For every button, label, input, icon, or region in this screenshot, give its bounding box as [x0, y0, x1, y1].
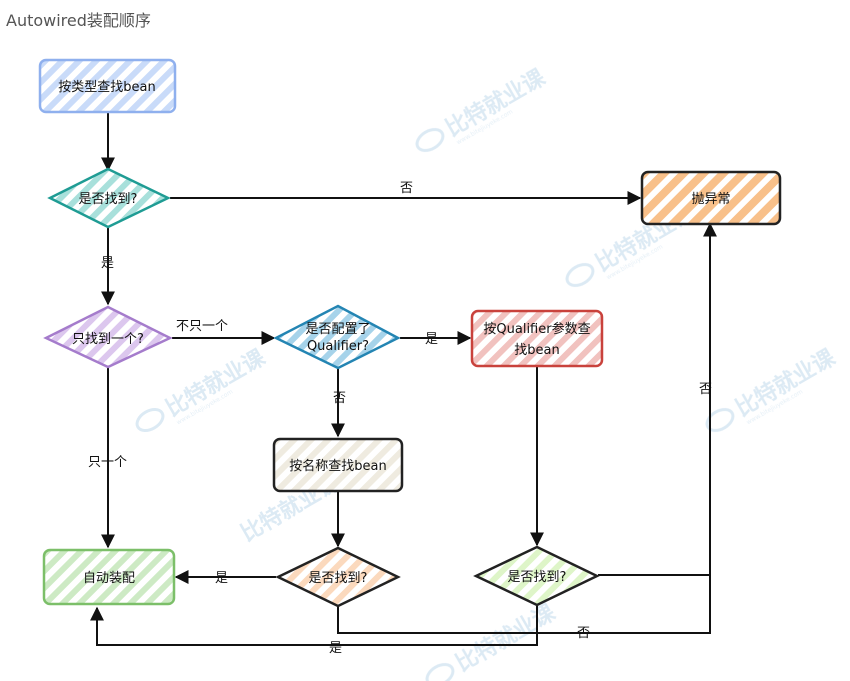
watermark-text: 比特就业课: [451, 599, 560, 677]
edge-label-no-bottom: 否: [577, 626, 590, 641]
node-find-by-type: 按类型查找bean: [38, 58, 177, 114]
node-found-decision-label: 是否找到?: [79, 192, 138, 207]
edge-foundname-to-exception: [337, 575, 711, 634]
watermark-text: 比特就业课: [731, 344, 840, 422]
edge-label-yes-left: 是: [101, 256, 114, 271]
node-throw-exception-label: 抛异常: [691, 192, 730, 207]
node-find-by-name: 按名称查找bean: [272, 437, 404, 493]
node-qualifier-decision: 是否配置了 Qualifier?: [273, 304, 401, 370]
node-autowire: 自动装配: [42, 548, 176, 606]
node-find-by-qualifier-label-2: 找bean: [514, 343, 559, 358]
node-found-decision: 是否找到?: [47, 167, 171, 229]
node-throw-exception: 抛异常: [640, 170, 782, 226]
watermark-text: 比特就业课: [441, 64, 550, 142]
edges: [90, 112, 717, 646]
node-only-one-decision-label: 只找到一个?: [72, 332, 144, 347]
edge-labels: 否 是 不只一个 是 否 只一个 是 否 否 是: [88, 181, 712, 656]
watermark: 比特就业课 www.bitejiuyeke.com 比特就业课 www.bite…: [135, 64, 840, 681]
diagram-title: Autowired装配顺序: [6, 11, 151, 30]
node-autowire-label: 自动装配: [83, 571, 135, 586]
node-find-by-type-label: 按类型查找bean: [58, 80, 155, 95]
edge-label-no-top: 否: [400, 181, 413, 196]
edge-label-yes-name: 是: [215, 571, 228, 586]
edge-label-not-only-one: 不只一个: [176, 319, 228, 334]
edge-foundqualifier-to-autowire: [90, 605, 538, 646]
node-find-by-qualifier-label-1: 按Qualifier参数查: [483, 321, 590, 337]
node-found-by-name-decision: 是否找到?: [275, 546, 401, 608]
edge-label-yes-bottom: 是: [329, 641, 342, 656]
edge-label-only-one: 只一个: [88, 455, 127, 470]
edge-label-yes-qualifier: 是: [425, 332, 438, 347]
node-find-by-qualifier: 按Qualifier参数查 找bean: [470, 309, 604, 368]
watermark-text: 比特就业课: [161, 344, 270, 422]
node-found-by-qualifier-decision-label: 是否找到?: [508, 570, 567, 585]
node-found-by-name-decision-label: 是否找到?: [309, 571, 368, 586]
edge-label-no-right: 否: [699, 382, 712, 397]
node-qualifier-decision-label-2: Qualifier?: [307, 339, 369, 354]
node-only-one-decision: 只找到一个?: [43, 305, 173, 369]
node-qualifier-decision-label-1: 是否配置了: [305, 322, 370, 337]
edge-label-no-qualifier: 否: [333, 391, 346, 406]
node-find-by-name-label: 按名称查找bean: [289, 458, 386, 474]
node-found-by-qualifier-decision: 是否找到?: [473, 545, 600, 607]
